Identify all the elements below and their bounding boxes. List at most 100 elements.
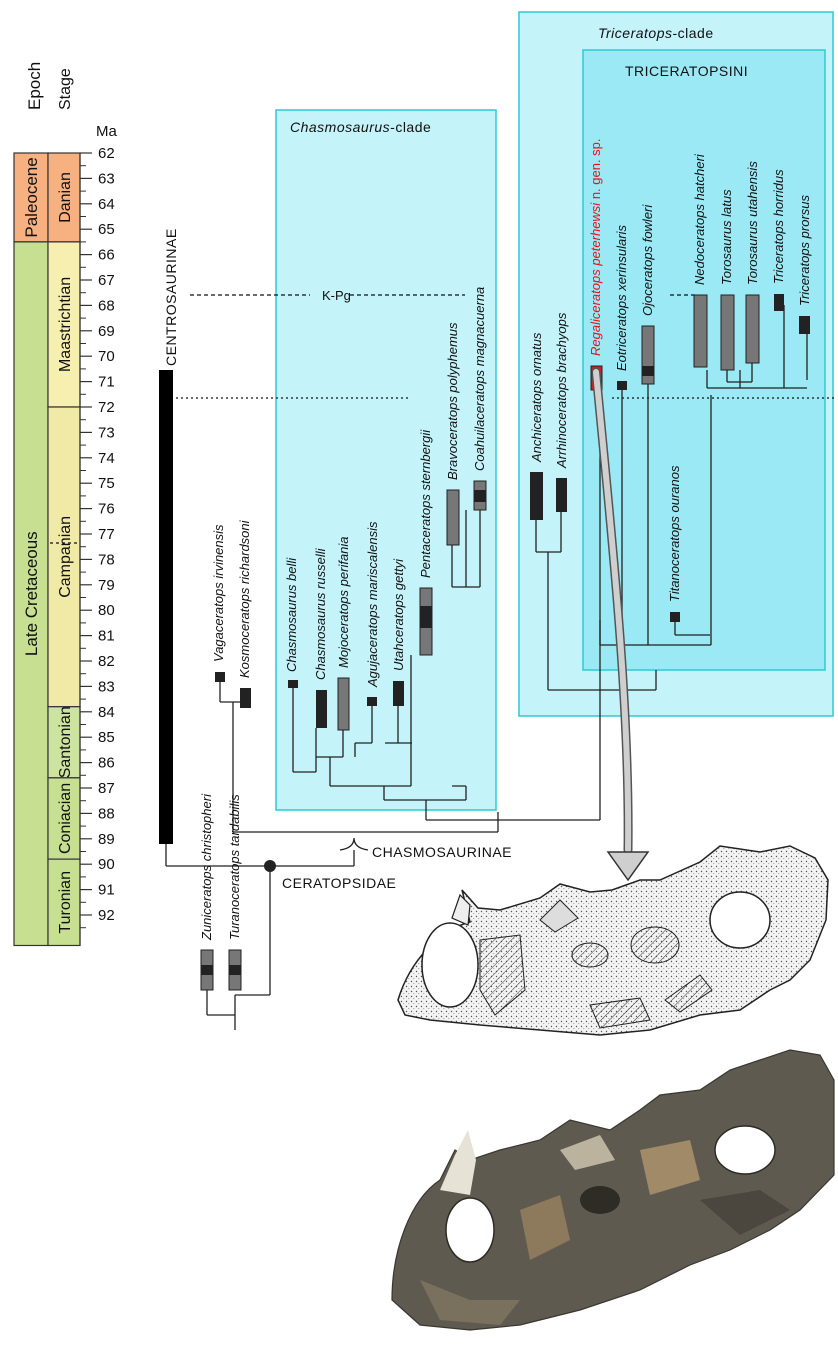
ma-tick-label: 90 xyxy=(98,856,115,873)
triceratops-horridus-range xyxy=(774,294,784,311)
epoch-label: Paleocene xyxy=(22,157,41,237)
ma-tick-label: 69 xyxy=(98,323,115,340)
ma-tick-label: 84 xyxy=(98,704,115,721)
ma-tick-label: 86 xyxy=(98,755,115,772)
label-titanoceratops: Titanoceratops ouranos xyxy=(667,465,682,602)
ma-tick-label: 68 xyxy=(98,297,115,314)
ceratopsidae-label: CERATOPSIDAE xyxy=(282,875,396,891)
stage-label: Maastrichtian xyxy=(57,277,74,372)
label-mojoceratops: Mojoceratops perifania xyxy=(336,536,351,668)
arrow-head xyxy=(608,852,648,880)
pentaceratops-range-core xyxy=(420,606,432,628)
label-bravoceratops: Bravoceratops polyphemus xyxy=(445,322,460,480)
label-regaliceratops: Regaliceratops peterhewsi n. gen. sp. xyxy=(588,138,603,356)
kosmoceratops-range xyxy=(240,688,251,708)
ma-tick-label: 79 xyxy=(98,577,115,594)
triceratops-prorsus-range xyxy=(799,316,810,334)
centrosaurinae-range-bar xyxy=(159,370,173,844)
ma-header: Ma xyxy=(96,123,117,140)
ma-tick-label: 75 xyxy=(98,475,115,492)
label-turanoceratops: Turanoceratops tardabilis xyxy=(227,794,242,940)
ceratopsidae-node xyxy=(264,860,276,872)
centrosaurinae-label: CENTROSAURINAE xyxy=(163,228,179,366)
torosaurus-latus-range xyxy=(721,295,734,370)
label-pentaceratops: Pentaceratops sternbergii xyxy=(418,429,433,578)
ma-tick-label: 64 xyxy=(98,196,115,213)
agujaceratops-range xyxy=(367,697,377,706)
ma-tick-label: 67 xyxy=(98,272,115,289)
stage-label: Coniacian xyxy=(57,783,74,854)
ma-tick-label: 89 xyxy=(98,831,115,848)
epoch-header: Epoch xyxy=(25,62,44,110)
ma-tick-label: 81 xyxy=(98,628,115,645)
label-chasmosaurus-belli: Chasmosaurus belli xyxy=(284,557,299,672)
ma-axis: 6263646566676869707172737475767778798081… xyxy=(80,145,115,945)
utahceratops-range xyxy=(393,681,404,706)
ma-tick-label: 87 xyxy=(98,780,115,797)
stage-label: Danian xyxy=(57,172,74,223)
label-arrhinoceratops: Arrhinoceratops brachyops xyxy=(554,312,569,469)
label-triceratops-prorsus: Triceratops prorsus xyxy=(797,194,812,306)
torosaurus-utahensis-range xyxy=(746,295,759,363)
ma-tick-label: 78 xyxy=(98,551,115,568)
label-anchiceratops: Anchiceratops ornatus xyxy=(529,332,544,463)
arrhinoceratops-range xyxy=(556,478,567,512)
ma-tick-label: 62 xyxy=(98,145,115,162)
stage-label: Santonian xyxy=(57,706,74,778)
label-vagaceratops: Vagaceratops irvinensis xyxy=(211,524,226,662)
ma-tick-label: 83 xyxy=(98,678,115,695)
stage-label: Turonian xyxy=(57,871,74,934)
ma-tick-label: 92 xyxy=(98,907,115,924)
ma-tick-label: 74 xyxy=(98,450,115,467)
anchiceratops-range xyxy=(530,472,543,520)
label-agujaceratops: Agujaceratops mariscalensis xyxy=(365,521,380,688)
stage-header: Stage xyxy=(57,68,74,110)
turanoceratops-range-core xyxy=(229,965,241,975)
eotriceratops-range xyxy=(617,381,627,390)
ma-tick-label: 65 xyxy=(98,221,115,238)
ma-tick-label: 80 xyxy=(98,602,115,619)
label-kosmoceratops: Kosmoceratops richardsoni xyxy=(237,519,252,678)
ma-tick-label: 88 xyxy=(98,805,115,822)
label-chasmosaurus-russelli: Chasmosaurus russelli xyxy=(313,547,328,680)
label-nedoceratops: Nedoceratops hatcheri xyxy=(692,153,707,285)
ma-tick-label: 73 xyxy=(98,424,115,441)
chasmosaurinae-label: CHASMOSAURINAE xyxy=(372,844,512,860)
chasmosaurus-clade-box xyxy=(276,110,496,810)
kpg-label: K-Pg xyxy=(322,288,351,303)
mojoceratops-range xyxy=(338,678,349,730)
vagaceratops-range xyxy=(215,672,225,682)
ma-tick-label: 63 xyxy=(98,170,115,187)
chasmosaurinae-node-mark xyxy=(340,838,368,850)
ma-tick-label: 76 xyxy=(98,501,115,518)
ma-tick-label: 91 xyxy=(98,882,115,899)
ma-tick-label: 77 xyxy=(98,526,115,543)
skull-photo xyxy=(392,1050,834,1330)
chasmosaurus-clade-label: Chasmosaurus-clade xyxy=(290,119,431,135)
titanoceratops-range xyxy=(670,612,680,622)
ma-tick-label: 66 xyxy=(98,247,115,264)
ma-tick-label: 71 xyxy=(98,374,115,391)
label-torosaurus-latus: Torosaurus latus xyxy=(719,189,734,285)
stage-bars: DanianMaastrichtianCampanianSantonianCon… xyxy=(48,153,80,945)
bravoceratops-range xyxy=(447,490,459,545)
triceratops-clade-label: Triceratops-clade xyxy=(598,25,714,41)
label-torosaurus-utahensis: Torosaurus utahensis xyxy=(745,161,760,285)
ma-tick-label: 70 xyxy=(98,348,115,365)
label-utahceratops: Utahceratops gettyi xyxy=(391,558,406,671)
label-zuniceratops: Zuniceratops christopheri xyxy=(199,793,214,941)
skull-drawing xyxy=(398,846,828,1035)
coahuilaceratops-range-core xyxy=(474,490,486,502)
zuniceratops-range-core xyxy=(201,965,213,975)
triceratopsini-label: TRICERATOPSINI xyxy=(625,63,748,79)
label-ojoceratops: Ojoceratops fowleri xyxy=(640,204,655,316)
ojoceratops-range-core xyxy=(642,366,654,376)
ma-tick-label: 82 xyxy=(98,653,115,670)
chasmosaurus-belli-range xyxy=(288,680,298,688)
label-triceratops-horridus: Triceratops horridus xyxy=(771,169,786,284)
chasmosaurus-russelli-range xyxy=(316,690,327,728)
label-coahuilaceratops: Coahuilaceratops magnacuerna xyxy=(472,287,487,471)
